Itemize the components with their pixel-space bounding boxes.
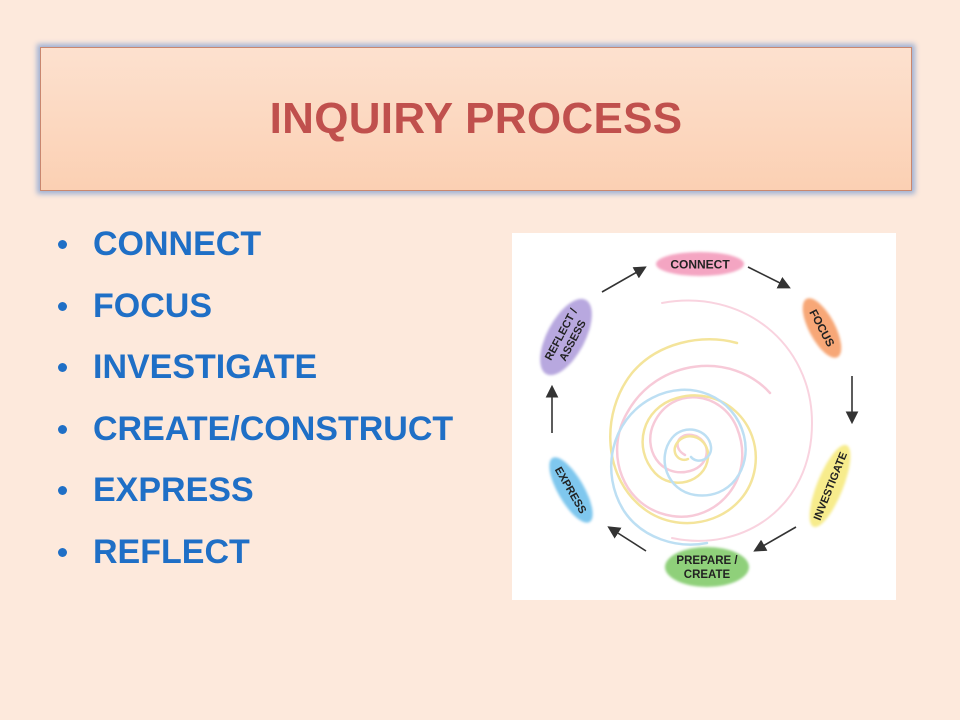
arrow-connect-to-focus [747, 266, 791, 289]
stage-connect-label: CONNECT [670, 258, 730, 272]
slide-title: INQUIRY PROCESS [269, 94, 683, 143]
bullet-dot-icon [58, 301, 67, 311]
spiral-pink-outer [661, 299, 814, 542]
stage-focus: FOCUS [802, 298, 842, 358]
cycle-arrows [545, 266, 859, 552]
stage-prepare-shape [665, 547, 749, 587]
spiral-pink [615, 364, 772, 518]
inquiry-cycle-diagram: CONNECT FOCUS INVESTIGATE PREPARE / CREA… [512, 233, 896, 600]
arrow-investigate-to-prepare [753, 526, 797, 552]
bullet-dot-icon [58, 363, 67, 373]
spiral-blue [610, 388, 747, 546]
bullet-list: CONNECT FOCUS INVESTIGATE CREATE/CONSTRU… [58, 214, 453, 583]
bullet-item-focus: FOCUS [58, 276, 453, 338]
title-banner: INQUIRY PROCESS [40, 47, 912, 191]
bullet-text: EXPRESS [93, 471, 254, 510]
bullet-text: CREATE/CONSTRUCT [93, 409, 454, 448]
stage-prepare-create: PREPARE / CREATE [665, 547, 749, 587]
bullet-dot-icon [58, 547, 67, 557]
stage-prepare-label-1: PREPARE / [676, 555, 738, 567]
stage-express: EXPRESS [549, 457, 593, 523]
bullet-item-reflect: REFLECT [58, 522, 453, 584]
arrow-prepare-to-express [607, 526, 647, 552]
stage-express-shape [549, 457, 593, 523]
bullet-text: REFLECT [93, 532, 250, 571]
bullet-item-express: EXPRESS [58, 460, 453, 522]
stage-investigate: INVESTIGATE [809, 444, 851, 528]
stage-prepare-label-2: CREATE [684, 569, 731, 581]
cycle-svg: CONNECT FOCUS INVESTIGATE PREPARE / CREA… [540, 252, 859, 587]
bullet-text: FOCUS [93, 286, 212, 325]
spiral-art [609, 299, 814, 546]
arrow-reflect-to-connect [601, 266, 647, 293]
stage-investigate-shape [809, 444, 851, 528]
bullet-dot-icon [58, 486, 67, 496]
bullet-item-create-construct: CREATE/CONSTRUCT [58, 399, 453, 461]
bullet-dot-icon [58, 424, 67, 434]
spiral-yellow [609, 338, 758, 525]
stage-reflect-shape [540, 298, 592, 376]
bullet-text: INVESTIGATE [93, 348, 318, 387]
stage-connect-shape [656, 252, 744, 276]
bullet-text: CONNECT [93, 225, 262, 264]
stage-reflect-assess: REFLECT / ASSESS [540, 298, 592, 376]
stage-focus-shape [802, 298, 842, 358]
stage-connect: CONNECT [656, 252, 744, 276]
bullet-item-investigate: INVESTIGATE [58, 337, 453, 399]
bullet-dot-icon [58, 240, 67, 250]
bullet-item-connect: CONNECT [58, 214, 453, 276]
